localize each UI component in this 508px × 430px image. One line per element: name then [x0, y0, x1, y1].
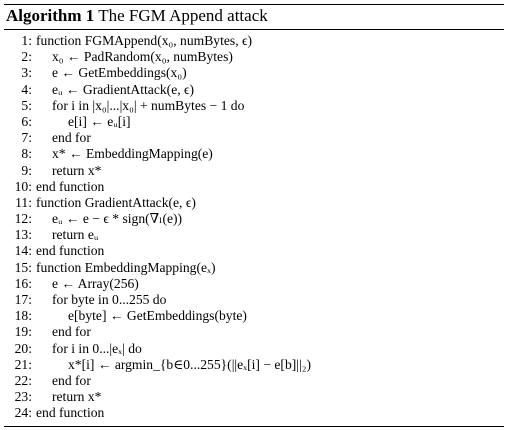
algorithm-line: 22: end for — [4, 373, 504, 389]
line-text: eᵤ ← GradientAttack(e, ϵ) — [52, 81, 195, 97]
top-rule — [4, 4, 504, 5]
line-text: e ← Array(256) — [52, 275, 139, 291]
algorithm-title: The FGM Append attack — [98, 6, 268, 25]
algorithm-caption: Algorithm 1 The FGM Append attack — [4, 5, 504, 27]
line-number: 6: — [21, 113, 32, 129]
line-number: 16: — [14, 275, 32, 291]
line-text: function GradientAttack(e, ϵ) — [36, 194, 196, 210]
caption-rule — [4, 29, 504, 30]
line-text: function EmbeddingMapping(eₓ) — [36, 259, 216, 275]
algorithm-line: 21: x*[i] ← argmin_{b∈0...255}(||eₓ[i] −… — [4, 357, 504, 373]
line-text: for i in 0...|eₓ| do — [52, 340, 142, 356]
line-number: 1: — [21, 33, 32, 48]
algorithm-line: 10: end function — [4, 179, 504, 195]
algorithm-line: 9: return x* — [4, 163, 504, 179]
line-text: end function — [36, 178, 105, 194]
line-number: 5: — [21, 97, 32, 113]
line-text: end for — [52, 130, 91, 146]
line-number: 20: — [14, 340, 32, 356]
line-text: function FGMAppend(x₀, numBytes, ϵ) — [36, 33, 253, 48]
line-number: 23: — [14, 389, 32, 405]
algorithm-label: Algorithm 1 — [6, 6, 95, 25]
algorithm-line: 3: e ← GetEmbeddings(x₀) — [4, 65, 504, 81]
algorithm-line: 7: end for — [4, 130, 504, 146]
line-number: 15: — [14, 259, 32, 275]
line-text: end function — [36, 405, 105, 421]
algorithm-line: 24: end function — [4, 405, 504, 421]
algorithm-line: 6: e[i] ← eᵤ[i] — [4, 114, 504, 130]
algorithm-line: 1: function FGMAppend(x₀, numBytes, ϵ) — [4, 33, 504, 49]
line-number: 17: — [14, 292, 32, 307]
line-number: 9: — [21, 162, 32, 178]
line-number: 3: — [21, 65, 32, 81]
line-text: end function — [36, 243, 105, 259]
line-text: for byte in 0...255 do — [52, 292, 167, 307]
algorithm-line: 11: function GradientAttack(e, ϵ) — [4, 195, 504, 211]
line-text: e ← GetEmbeddings(x₀) — [52, 65, 187, 81]
line-number: 18: — [14, 308, 32, 324]
line-number: 22: — [14, 372, 32, 388]
line-text: e[i] ← eᵤ[i] — [68, 113, 131, 129]
algorithm-line: 12: eᵤ ← e − ϵ * sign(∇ₗ(e)) — [4, 211, 504, 227]
algorithm-line: 5: for i in |x₀|...|x₀| + numBytes − 1 d… — [4, 98, 504, 114]
algorithm-line: 16: e ← Array(256) — [4, 276, 504, 292]
line-text: return x* — [52, 389, 102, 405]
line-number: 14: — [14, 243, 32, 259]
algorithm-line: 2: x₀ ← PadRandom(x₀, numBytes) — [4, 49, 504, 65]
line-text: end for — [52, 372, 91, 388]
line-text: return eᵤ — [52, 227, 99, 243]
line-number: 19: — [14, 324, 32, 340]
algorithm-line: 4: eᵤ ← GradientAttack(e, ϵ) — [4, 82, 504, 98]
algorithm-lines: 1: function FGMAppend(x₀, numBytes, ϵ) 2… — [4, 33, 504, 422]
line-number: 12: — [14, 211, 32, 227]
algorithm-line: 15: function EmbeddingMapping(eₓ) — [4, 260, 504, 276]
algorithm-line: 20: for i in 0...|eₓ| do — [4, 341, 504, 357]
line-text: return x* — [52, 162, 102, 178]
line-number: 24: — [14, 405, 32, 421]
line-text: end for — [52, 324, 91, 340]
line-text: eᵤ ← e − ϵ * sign(∇ₗ(e)) — [52, 211, 183, 227]
line-number: 21: — [14, 356, 32, 372]
line-number: 10: — [14, 178, 32, 194]
line-number: 2: — [21, 49, 32, 65]
algorithm-line: 14: end function — [4, 243, 504, 259]
line-text: for i in |x₀|...|x₀| + numBytes − 1 do — [52, 97, 245, 113]
bottom-rule — [4, 425, 504, 427]
algorithm-line: 23: return x* — [4, 389, 504, 405]
algorithm-line: 13: return eᵤ — [4, 227, 504, 243]
algorithm-line: 18: e[byte] ← GetEmbeddings(byte) — [4, 308, 504, 324]
line-text: e[byte] ← GetEmbeddings(byte) — [68, 308, 247, 324]
algorithm-line: 19: end for — [4, 324, 504, 340]
line-text: x*[i] ← argmin_{b∈0...255}(||eₓ[i] − e[b… — [68, 356, 311, 372]
line-text: x₀ ← PadRandom(x₀, numBytes) — [52, 49, 233, 65]
line-number: 4: — [21, 81, 32, 97]
algorithm-line: 17: for byte in 0...255 do — [4, 292, 504, 308]
line-number: 13: — [14, 227, 32, 243]
algorithm-block: Algorithm 1 The FGM Append attack 1: fun… — [4, 4, 504, 427]
line-text: x* ← EmbeddingMapping(e) — [52, 146, 213, 162]
algorithm-line: 8: x* ← EmbeddingMapping(e) — [4, 146, 504, 162]
line-number: 11: — [15, 194, 32, 210]
line-number: 7: — [21, 130, 32, 146]
line-number: 8: — [21, 146, 32, 162]
